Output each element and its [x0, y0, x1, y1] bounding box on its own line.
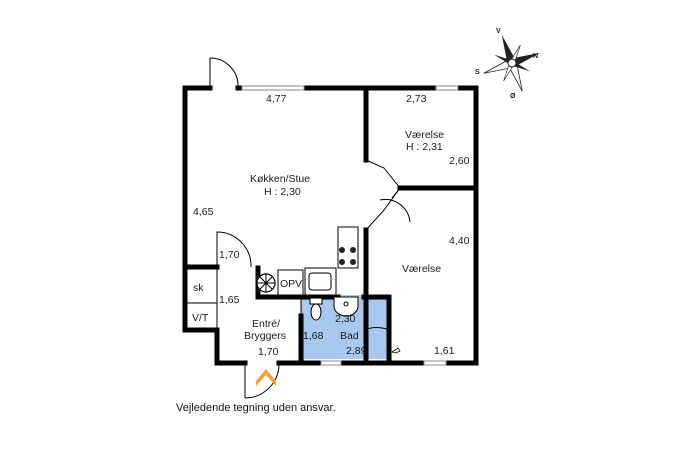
kitchen-living-name: Køkken/Stue — [250, 173, 310, 185]
dim-entry-top: 1,70 — [219, 249, 240, 261]
entry-name-2: Bryggers — [244, 330, 286, 342]
compass-north-label: N — [533, 53, 538, 60]
disclaimer-caption: Vejledende tegning uden ansvar. — [176, 402, 336, 414]
dim-bath-bottom: 2,89 — [346, 345, 367, 357]
bath-name: Bad — [340, 330, 359, 342]
dim-bedroom2-bottom: 1,61 — [434, 345, 455, 357]
bedroom1-name: Værelse — [405, 129, 444, 141]
compass-rose-icon — [483, 34, 541, 92]
dim-kitchen-top: 4,77 — [266, 93, 287, 105]
dim-entry-side: 1,65 — [219, 294, 240, 306]
compass-east-label: Ø — [510, 93, 516, 100]
kitchen-living-height: H : 2,30 — [264, 186, 301, 198]
dim-entry-bottom: 1,70 — [258, 346, 279, 358]
fan-icon — [256, 273, 276, 293]
shower-icon — [391, 347, 401, 354]
windows — [241, 85, 459, 366]
dim-bedroom2-side: 4,40 — [449, 235, 470, 247]
dim-bath-top: 2,30 — [335, 313, 356, 325]
bedroom2-name: Værelse — [402, 263, 441, 275]
dim-bath-side: 1,68 — [303, 330, 324, 342]
dishwasher-label: OPV — [280, 278, 302, 290]
washbasin-icon — [333, 296, 359, 317]
entry-name: Entré/ — [252, 318, 280, 330]
dim-kitchen-side: 4,65 — [193, 206, 214, 218]
closet-label: sk — [193, 282, 204, 294]
dim-bedroom1-side: 2,60 — [449, 155, 470, 167]
bedroom1-height: H : 2,31 — [406, 141, 443, 153]
kitchen-sink-icon — [308, 272, 332, 291]
entrance-arrow-icon — [256, 369, 276, 386]
compass-south-label: S — [475, 69, 480, 76]
washer-dryer-label: V/T — [192, 312, 209, 324]
toilet-icon — [309, 297, 323, 321]
door-swings — [209, 57, 411, 399]
compass-west-label: V — [496, 28, 501, 35]
dim-bedroom1-top: 2,73 — [406, 93, 427, 105]
stove-icon — [339, 247, 356, 265]
